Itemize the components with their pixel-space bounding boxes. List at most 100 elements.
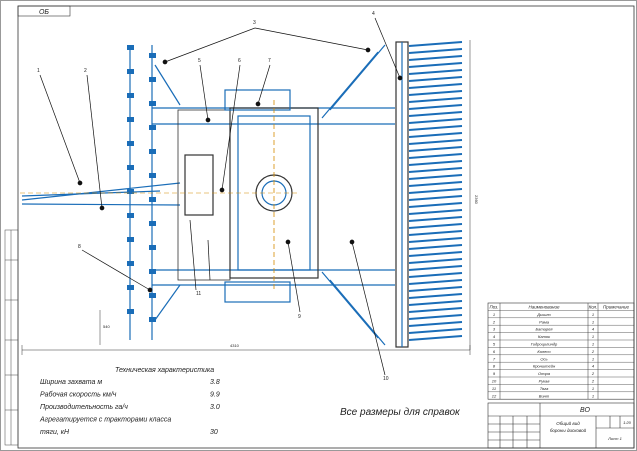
tine bbox=[408, 139, 463, 145]
disc-marker bbox=[149, 125, 156, 130]
tine bbox=[408, 223, 463, 229]
table-cell: 9 bbox=[493, 371, 496, 376]
table-cell: 1 bbox=[592, 356, 594, 361]
disc-marker bbox=[149, 221, 156, 226]
callout-8: 8 bbox=[78, 244, 81, 250]
disc-marker bbox=[149, 53, 156, 58]
title-sheet: Лист 1 bbox=[607, 436, 622, 441]
corner-code: ОБ bbox=[39, 9, 49, 16]
disc-marker bbox=[127, 285, 134, 290]
tine bbox=[408, 307, 463, 313]
tine bbox=[408, 125, 463, 131]
tine bbox=[408, 132, 463, 138]
spec-value: 9.9 bbox=[210, 392, 220, 399]
tine bbox=[408, 160, 463, 166]
title-block-code: ВО bbox=[580, 407, 591, 414]
disc-marker bbox=[149, 77, 156, 82]
tine bbox=[408, 202, 463, 208]
tine bbox=[408, 48, 463, 54]
table-cell: Рама bbox=[539, 319, 550, 324]
tine bbox=[408, 146, 463, 152]
dimension-lines bbox=[21, 40, 471, 355]
left-gang-discs bbox=[127, 45, 156, 322]
table-cell: Гидроцилиндр bbox=[531, 342, 558, 347]
tine bbox=[408, 244, 463, 250]
tine bbox=[408, 335, 463, 341]
table-cell: 7 bbox=[493, 356, 496, 361]
disc-marker bbox=[149, 197, 156, 202]
tine bbox=[408, 153, 463, 159]
tine bbox=[408, 195, 463, 201]
disc-marker bbox=[149, 317, 156, 322]
table-cell: 4 bbox=[493, 334, 496, 339]
tine bbox=[408, 328, 463, 334]
tine bbox=[408, 188, 463, 194]
leader-lines bbox=[39, 17, 403, 376]
spec-label: тяги, кН bbox=[40, 429, 70, 436]
callout-4: 4 bbox=[372, 11, 375, 17]
dimensions-note: Все размеры для справок bbox=[340, 407, 461, 418]
table-cell: 2 bbox=[591, 371, 595, 376]
title-scale: 1:20 bbox=[623, 420, 632, 425]
table-cell: 12 bbox=[492, 393, 497, 398]
disc-marker bbox=[149, 245, 156, 250]
tine bbox=[408, 69, 463, 75]
disc-marker bbox=[149, 149, 156, 154]
table-border bbox=[487, 302, 635, 400]
table-cell: 1 bbox=[592, 319, 594, 324]
tine bbox=[408, 321, 463, 327]
disc-marker bbox=[127, 309, 134, 314]
table-header: Поз. bbox=[489, 305, 498, 310]
table-cell: Колесо bbox=[537, 349, 551, 354]
tine bbox=[408, 216, 463, 222]
table-cell: 2 bbox=[591, 349, 595, 354]
table-cell: 2 bbox=[591, 379, 595, 384]
table-cell: 3 bbox=[493, 327, 496, 332]
tine bbox=[408, 237, 463, 243]
dim-height: 2360 bbox=[474, 195, 479, 205]
tine bbox=[408, 118, 463, 124]
left-margin-stamp bbox=[4, 229, 19, 446]
table-cell: Рукав bbox=[539, 379, 550, 384]
callout-3: 3 bbox=[253, 20, 256, 26]
tine bbox=[408, 111, 463, 117]
table-cell: 4 bbox=[592, 364, 595, 369]
tine bbox=[408, 272, 463, 278]
disc-marker bbox=[127, 69, 134, 74]
table-cell: Винт bbox=[539, 393, 550, 398]
table-cell: Тяга bbox=[540, 386, 549, 391]
table-cell: 1 bbox=[493, 312, 495, 317]
title-line-2: бороны дисковой bbox=[550, 427, 587, 433]
tine bbox=[408, 300, 463, 306]
tine bbox=[408, 55, 463, 61]
tine bbox=[408, 41, 463, 47]
disc-marker bbox=[127, 261, 134, 266]
disc-marker bbox=[149, 269, 156, 274]
callout-11: 11 bbox=[196, 291, 201, 297]
disc-marker bbox=[149, 293, 156, 298]
tine bbox=[408, 209, 463, 215]
tine bbox=[408, 97, 463, 103]
callout-9: 9 bbox=[298, 314, 301, 320]
disc-marker bbox=[127, 165, 134, 170]
spec-value: 30 bbox=[210, 429, 218, 436]
table-cell: Кронштейн bbox=[533, 364, 556, 369]
callout-1: 1 bbox=[37, 68, 40, 74]
tine bbox=[408, 230, 463, 236]
spec-label: Агрегатируется с тракторами класса bbox=[39, 417, 171, 424]
tine bbox=[408, 83, 463, 89]
disc-marker bbox=[127, 189, 134, 194]
tine bbox=[408, 181, 463, 187]
table-cell: 2 bbox=[492, 319, 496, 324]
table-cell: 10 bbox=[492, 379, 497, 384]
table-cell: Дышло bbox=[536, 312, 551, 317]
table-cell: Ось bbox=[540, 356, 547, 361]
table-cell: Каток bbox=[538, 334, 551, 339]
table-cell: Опора bbox=[538, 371, 551, 376]
disc-marker bbox=[149, 173, 156, 178]
spec-value: 3.8 bbox=[210, 379, 220, 386]
tine bbox=[408, 76, 463, 82]
dim-width: 4310 bbox=[230, 343, 240, 348]
